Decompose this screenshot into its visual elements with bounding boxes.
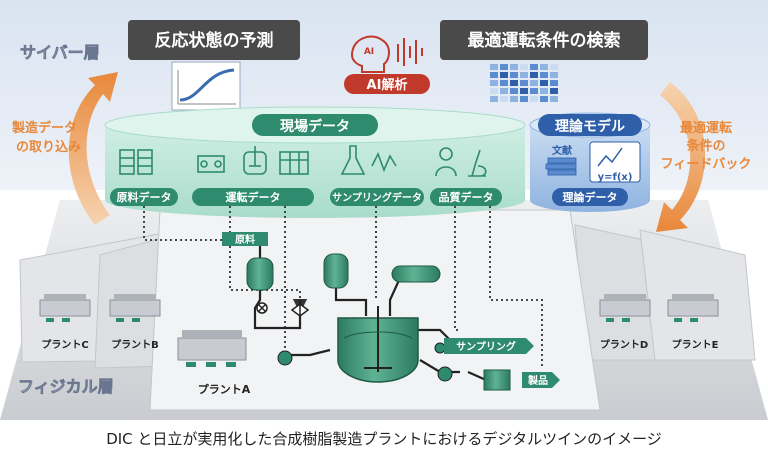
chip-theory-data-label: 理論データ	[563, 190, 618, 204]
theory-doc-label: 文献	[552, 144, 572, 157]
right-flow-line1: 最適運転	[680, 120, 732, 136]
right-flow-line3: フィードバック	[661, 157, 752, 172]
ai-badge-text: AI	[364, 47, 374, 57]
books-icon	[545, 157, 577, 176]
reactor-tank-icon	[243, 146, 267, 175]
predict-title: 反応状態の予測	[155, 30, 274, 51]
control-valve-icon	[290, 302, 310, 318]
data-link-lines	[143, 206, 543, 368]
microscope-icon	[468, 149, 487, 177]
machinery-icon	[197, 155, 225, 173]
chip-raw-data-label: 原料データ	[117, 190, 172, 204]
plant-d-label: プラントD	[600, 338, 648, 351]
chip-theory-data	[552, 188, 628, 206]
sampling-label: サンプリング	[456, 340, 516, 353]
horizontal-tank	[391, 265, 441, 283]
theory-model-pill	[538, 114, 642, 136]
site-data-title: 現場データ	[280, 118, 350, 135]
theory-model-title: 理論モデル	[555, 118, 625, 135]
signal-chart-icon	[371, 152, 397, 173]
raw-material-label: 原料	[235, 233, 255, 246]
product-tag	[522, 372, 560, 388]
plant-c-label: プラントC	[41, 338, 88, 351]
formula-board-icon	[589, 141, 641, 183]
search-box	[440, 20, 648, 60]
sampling-port-icon	[434, 342, 446, 354]
plant-e-label: プラントE	[672, 338, 719, 351]
theory-formula: y=f(x)	[598, 172, 633, 183]
figure-caption: DIC と日立が実用化した合成樹脂製造プラントにおけるデジタルツインのイメージ	[106, 430, 662, 448]
predict-box	[128, 20, 300, 60]
chip-operation-data-label: 運転データ	[226, 190, 281, 204]
pump-2-icon	[437, 366, 453, 382]
valve-icon	[256, 302, 268, 314]
plant-a-label: プラントA	[198, 382, 251, 396]
chip-sampling-data-label: サンプリングデータ	[332, 191, 422, 204]
chip-quality-data-label: 品質データ	[439, 190, 494, 204]
flask-icon	[340, 145, 366, 175]
product-label: 製品	[527, 374, 548, 387]
drum-barrel-icon	[119, 149, 153, 175]
sampling-tag	[444, 338, 534, 354]
physical-layer-label: フィジカル層	[18, 377, 114, 396]
ai-analysis-label: AI解析	[367, 77, 408, 93]
heatmap-icon	[490, 64, 558, 102]
ai-analysis-pill	[344, 74, 430, 94]
chip-raw-data	[110, 188, 178, 206]
s-curve-chart-icon	[171, 61, 241, 111]
plant-a-icon	[177, 330, 247, 367]
scientist-icon	[435, 147, 457, 177]
right-flow-line2: 条件の	[686, 138, 725, 154]
left-flow-line2: の取り込み	[16, 139, 81, 155]
waveform-icon	[397, 38, 423, 66]
right-downward-arrow	[656, 82, 706, 232]
plant-d-icon	[599, 294, 651, 322]
reactor-vessel	[337, 306, 419, 383]
product-tank	[483, 369, 511, 391]
raw-material-tag	[222, 232, 268, 246]
plant-e-icon	[667, 294, 719, 322]
chip-sampling-data	[330, 188, 424, 206]
left-upward-arrow	[68, 72, 118, 225]
ai-head-icon: AI	[350, 35, 390, 73]
plant-b-label: プラントB	[111, 338, 159, 351]
chip-quality-data	[430, 188, 502, 206]
site-data-pill	[252, 114, 378, 136]
left-flow-line1: 製造データ	[11, 120, 77, 136]
search-title: 最適運転条件の検索	[468, 30, 621, 51]
plant-c-icon	[39, 294, 91, 322]
feed-tank-2	[323, 253, 349, 289]
control-panel-icon	[279, 151, 309, 175]
feed-tank-1	[246, 257, 274, 291]
chip-operation-data	[192, 188, 314, 206]
pump-1-icon	[277, 350, 293, 366]
plant-b-icon	[109, 294, 161, 322]
cyber-layer-label: サイバー層	[20, 43, 100, 62]
